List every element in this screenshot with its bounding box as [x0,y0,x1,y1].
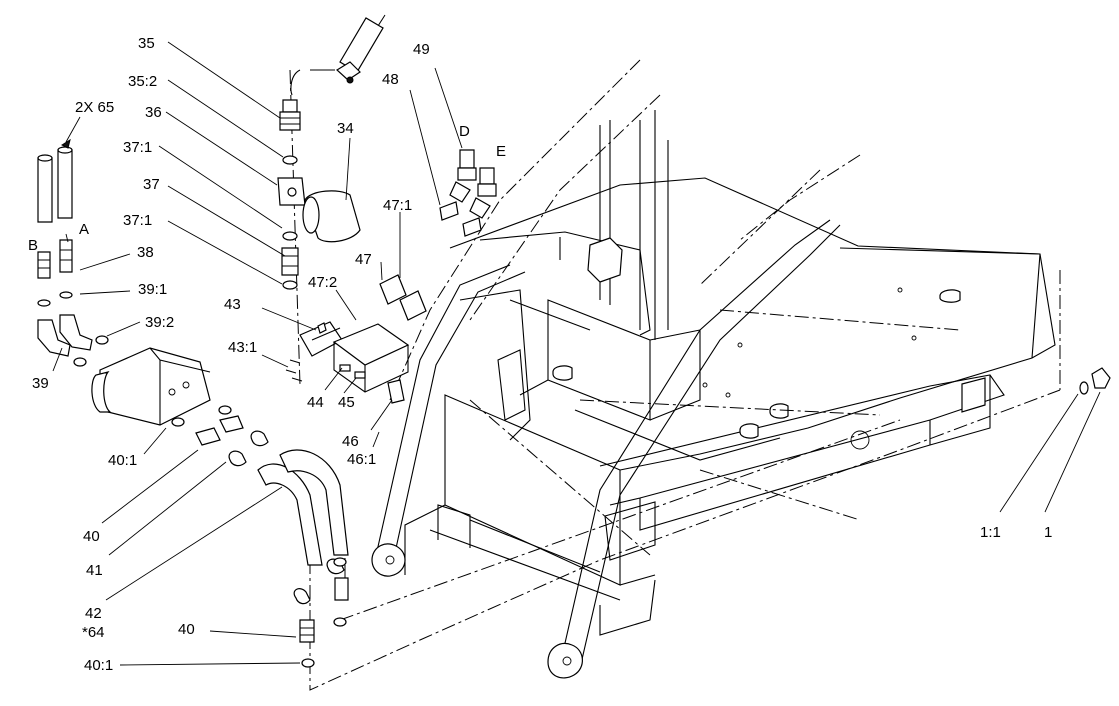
callout-41: 41 [86,562,103,579]
callout-44: 44 [307,394,324,411]
callout-leaders [52,41,1101,666]
assembly-dash-lines [289,14,1061,691]
callout-47-2: 47:2 [308,274,337,291]
callout-labels: 35 35:2 36 37:1 37 37:1 34 2X 65 A B 38 … [28,35,1052,674]
callout-34: 34 [337,120,354,137]
callout-48: 48 [382,71,399,88]
callout-1: 1 [1044,524,1052,541]
callout-64: *64 [82,624,105,641]
arrowhead-icon [60,138,71,149]
callout-37-1-lower: 37:1 [123,212,152,229]
callout-35-2: 35:2 [128,73,157,90]
callout-35: 35 [138,35,155,52]
callout-47-1: 47:1 [383,197,412,214]
callout-38: 38 [137,244,154,261]
callout-A: A [79,221,89,238]
callout-47: 47 [355,251,372,268]
callout-39-2: 39:2 [145,314,174,331]
callout-46-1: 46:1 [347,451,376,468]
callout-43-1: 43:1 [228,339,257,356]
hydraulic-parts [37,17,1111,668]
callout-40: 40 [83,528,100,545]
callout-39-1: 39:1 [138,281,167,298]
callout-40-lower: 40 [178,621,195,638]
callout-2x65: 2X 65 [75,99,114,116]
callout-40-1-lower: 40:1 [84,657,113,674]
chassis-frame [371,110,1056,679]
callout-42: 42 [85,605,102,622]
callout-49: 49 [413,41,430,58]
callout-45: 45 [338,394,355,411]
callout-E: E [496,143,506,160]
callout-37-1: 37:1 [123,139,152,156]
callout-40-1: 40:1 [108,452,137,469]
callout-B: B [28,237,38,254]
callout-43: 43 [224,296,241,313]
callout-46: 46 [342,433,359,450]
callout-1-1: 1:1 [980,524,1001,541]
callout-36: 36 [145,104,162,121]
callout-39: 39 [32,375,49,392]
callout-D: D [459,123,470,140]
callout-37: 37 [143,176,160,193]
